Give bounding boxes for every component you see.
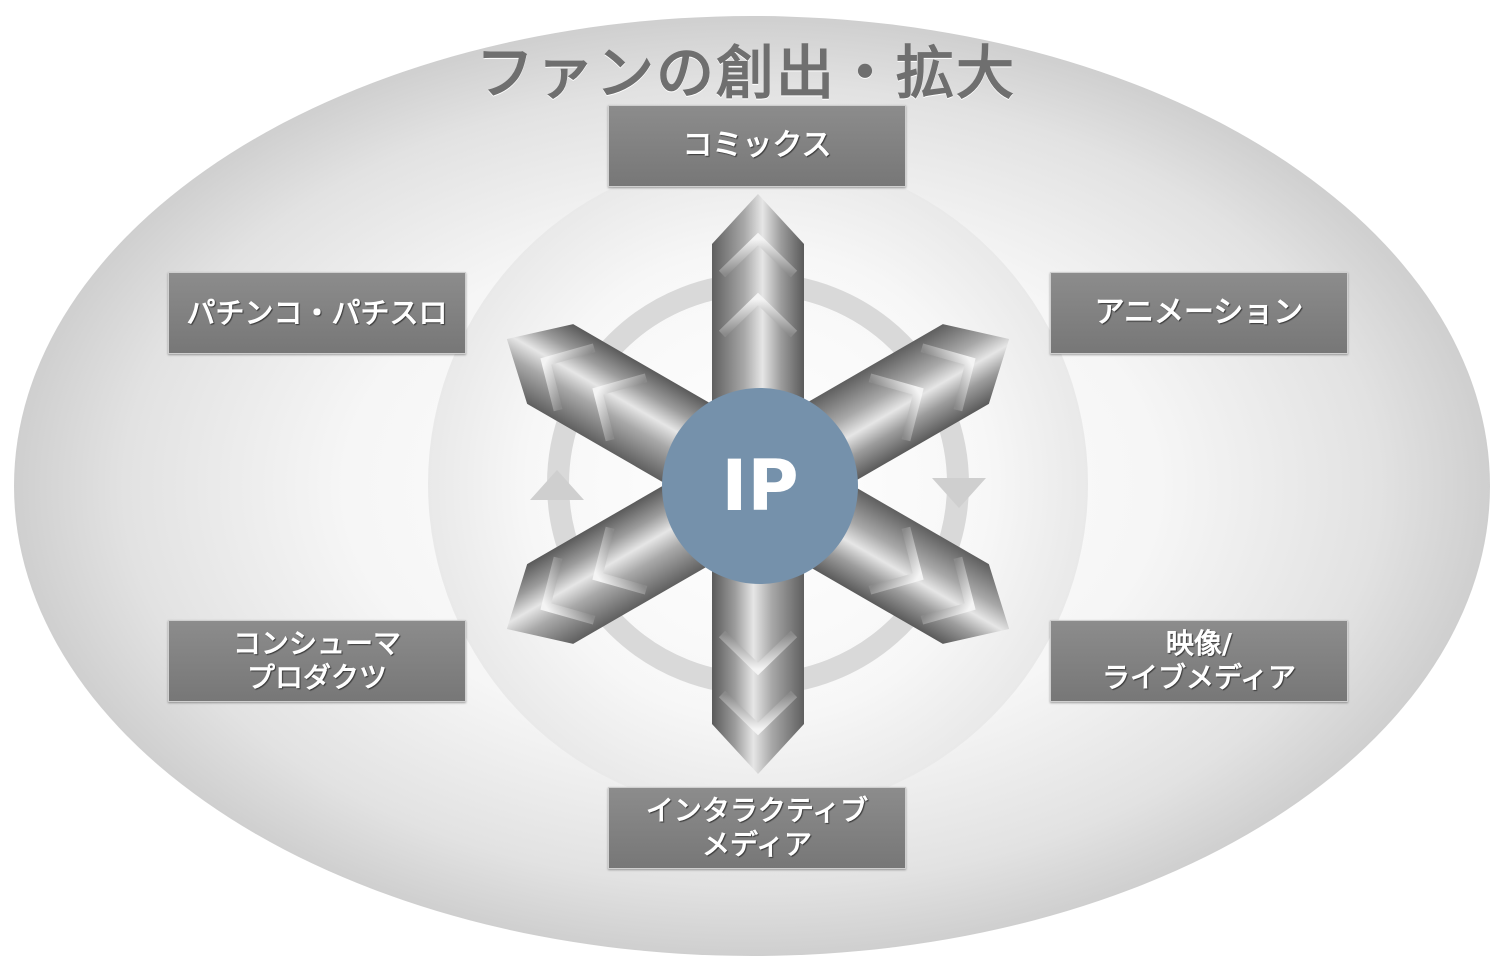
cycle-arrow-right-icon [932, 478, 986, 508]
cycle-arrow-left-icon [530, 470, 584, 500]
segment-consumer-products: コンシューマ プロダクツ [168, 620, 466, 702]
ip-circle [662, 388, 858, 584]
arm-up-icon [712, 194, 804, 454]
ip-label: IP [721, 445, 799, 527]
segment-animation: アニメーション [1050, 272, 1348, 354]
diagram-title: ファンの創出・拡大 [475, 39, 1016, 107]
segment-interactive-media: インタラクティブ メディア [608, 787, 906, 869]
segment-video-live-media: 映像/ ライブメディア [1050, 620, 1348, 702]
segment-comics: コミックス [608, 105, 906, 187]
segment-pachinko-pachislot: パチンコ・パチスロ [168, 272, 466, 354]
